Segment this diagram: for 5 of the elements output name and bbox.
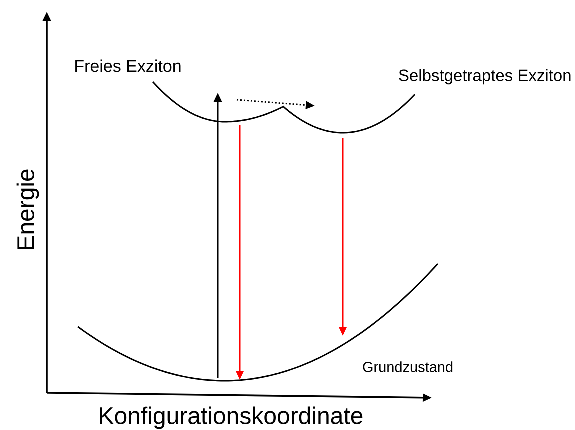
potential-curve: Grundzustand xyxy=(78,263,453,382)
potential-curve: Freies Exziton xyxy=(76,60,284,123)
potential-curve: Selbstgetraptes Exziton xyxy=(282,69,571,134)
axis-label: Konfigurationskoordinate xyxy=(100,406,363,430)
axis-label: Energie xyxy=(16,170,40,250)
